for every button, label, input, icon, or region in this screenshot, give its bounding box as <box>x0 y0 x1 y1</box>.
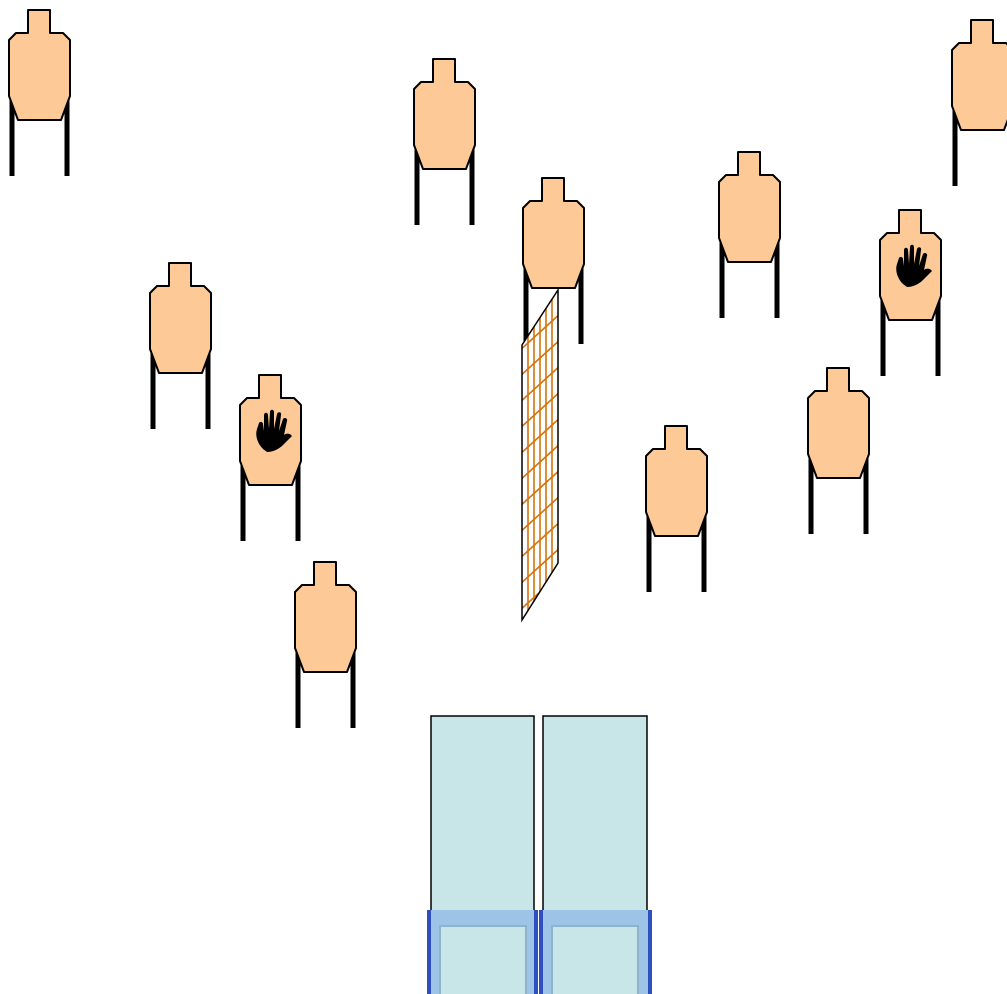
paper-target-icon <box>645 425 708 537</box>
no-shoot-target <box>879 209 942 376</box>
paper-target-icon <box>807 367 870 479</box>
fault-line-icon <box>427 910 538 994</box>
paper-target-icon <box>951 19 1007 131</box>
paper-target <box>8 9 71 176</box>
paper-target-icon <box>522 177 585 289</box>
paper-target <box>294 561 357 728</box>
paper-target <box>149 262 212 429</box>
no-shoot-target <box>239 374 302 541</box>
paper-target <box>645 425 708 592</box>
fault-line-icon <box>539 910 652 994</box>
paper-target-icon <box>413 58 476 170</box>
paper-target-icon <box>718 151 781 263</box>
paper-target <box>413 58 476 225</box>
paper-target-icon <box>149 262 212 374</box>
paper-target <box>522 177 585 344</box>
shooting-box-left <box>427 715 538 994</box>
paper-target <box>718 151 781 318</box>
paper-target <box>951 19 1007 186</box>
paper-target-icon <box>294 561 357 673</box>
paper-target <box>807 367 870 534</box>
shooting-box-right <box>539 715 652 994</box>
paper-target-icon <box>8 9 71 121</box>
